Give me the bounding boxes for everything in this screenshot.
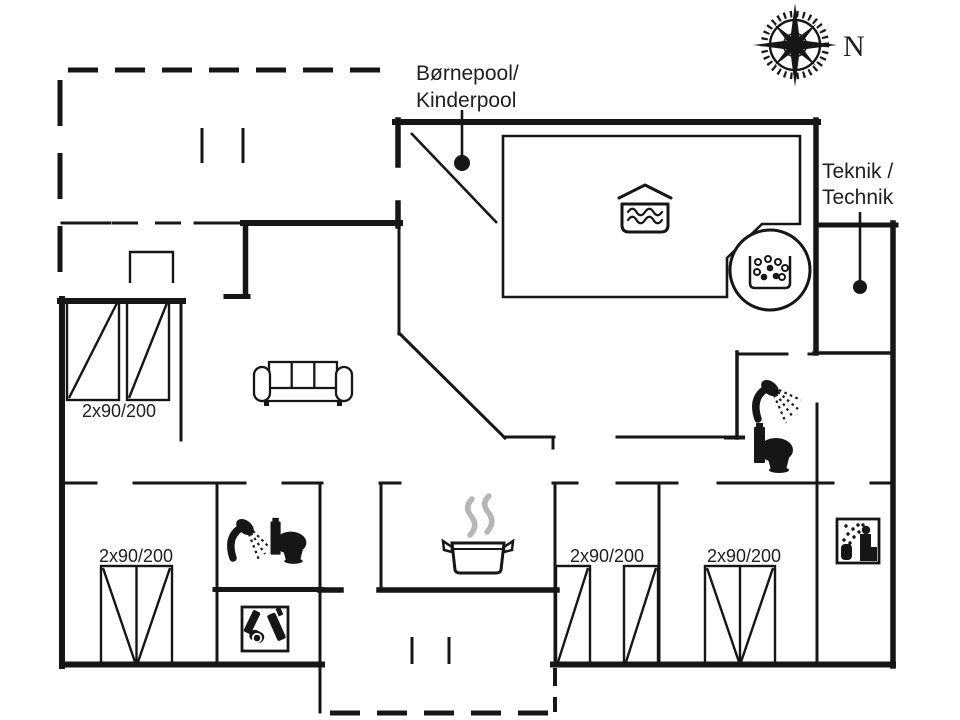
kinderpool-marker-dot bbox=[454, 155, 470, 171]
technik-marker-dot bbox=[853, 280, 867, 294]
bed-icon-bedroom2 bbox=[99, 564, 174, 666]
shower-icon-second bbox=[227, 518, 270, 562]
kinderpool-annotation: Børnepool/ Kinderpool bbox=[416, 62, 519, 171]
sauna-steam-dots bbox=[842, 523, 865, 545]
steam-wisps bbox=[465, 493, 495, 538]
sauna-icon bbox=[835, 517, 881, 565]
toilet-icon-main bbox=[754, 423, 793, 473]
technik-label-line2: Technik bbox=[822, 186, 894, 209]
wall-niche-outline bbox=[128, 250, 175, 283]
terrace-posts bbox=[200, 128, 451, 664]
compass-north-label: N bbox=[843, 30, 865, 63]
sofa-icon bbox=[252, 360, 354, 406]
bed-size-label-bedroom3: 2x90/200 bbox=[570, 546, 644, 566]
bed-icon-bedroom3 bbox=[554, 564, 660, 666]
terrace-dashed-lines bbox=[57, 67, 557, 716]
cooking-pot-icon bbox=[441, 493, 515, 575]
bed-size-label-bedroom4: 2x90/200 bbox=[707, 546, 781, 566]
bed-icon-bedroom1 bbox=[65, 299, 171, 402]
technik-annotation: Teknik / Technik bbox=[822, 160, 894, 294]
vacuum-cleaner-icon bbox=[240, 605, 290, 653]
bed-size-label-bedroom2: 2x90/200 bbox=[99, 546, 173, 566]
kinderpool-label-line2: Kinderpool bbox=[416, 89, 516, 112]
shower-icon-main bbox=[752, 379, 802, 424]
technik-label-line1: Teknik / bbox=[822, 160, 893, 183]
toilet-icon-second bbox=[270, 517, 307, 564]
bed-icon-bedroom4 bbox=[703, 564, 777, 666]
compass-rose-icon: N bbox=[753, 3, 865, 87]
bed-size-label-bedroom1: 2x90/200 bbox=[82, 401, 156, 421]
indoor-pool-icon bbox=[617, 183, 673, 234]
whirlpool-icon bbox=[728, 228, 812, 312]
kinderpool-label-line1: Børnepool/ bbox=[416, 62, 519, 85]
